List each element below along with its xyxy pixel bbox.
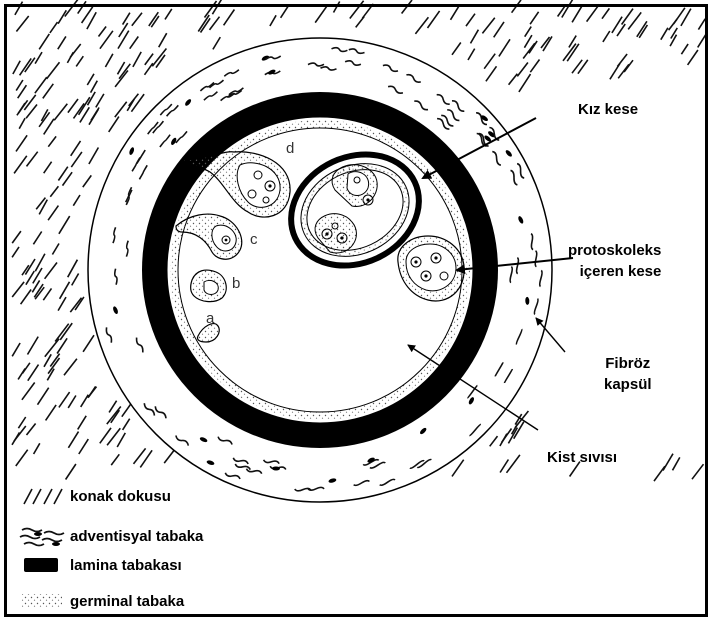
stage-label-c: c <box>250 232 258 247</box>
adventitia-swatch <box>18 525 66 547</box>
label-kiz-kese: Kız kese <box>578 99 638 120</box>
legend-item-germinal-tabaka: germinal tabaka <box>18 589 184 613</box>
germinal-layer-swatch <box>18 590 66 612</box>
stage-label-d: d <box>286 141 294 156</box>
stage-label-b: b <box>232 276 240 291</box>
legend-label: konak dokusu <box>70 488 171 505</box>
stage-label-a: a <box>206 311 214 326</box>
legend-item-konak-dokusu: konak dokusu <box>18 484 171 508</box>
host-tissue-swatch <box>18 485 66 507</box>
legend-item-lamina-tabakasi: lamina tabakası <box>18 553 182 577</box>
laminated-layer-swatch <box>18 554 66 576</box>
legend-label: germinal tabaka <box>70 593 184 610</box>
brood-capsule-b <box>191 270 227 302</box>
legend-label: adventisyal tabaka <box>70 528 203 545</box>
label-protoskoleks: protoskoleks içeren kese <box>568 240 661 282</box>
label-fibroz-kapsul: Fibröz kapsül <box>604 353 652 395</box>
legend-label: lamina tabakası <box>70 557 182 574</box>
legend-item-adventisyal-tabaka: adventisyal tabaka <box>18 524 203 548</box>
label-kist-sivisi: Kist sıvısı <box>547 447 617 468</box>
